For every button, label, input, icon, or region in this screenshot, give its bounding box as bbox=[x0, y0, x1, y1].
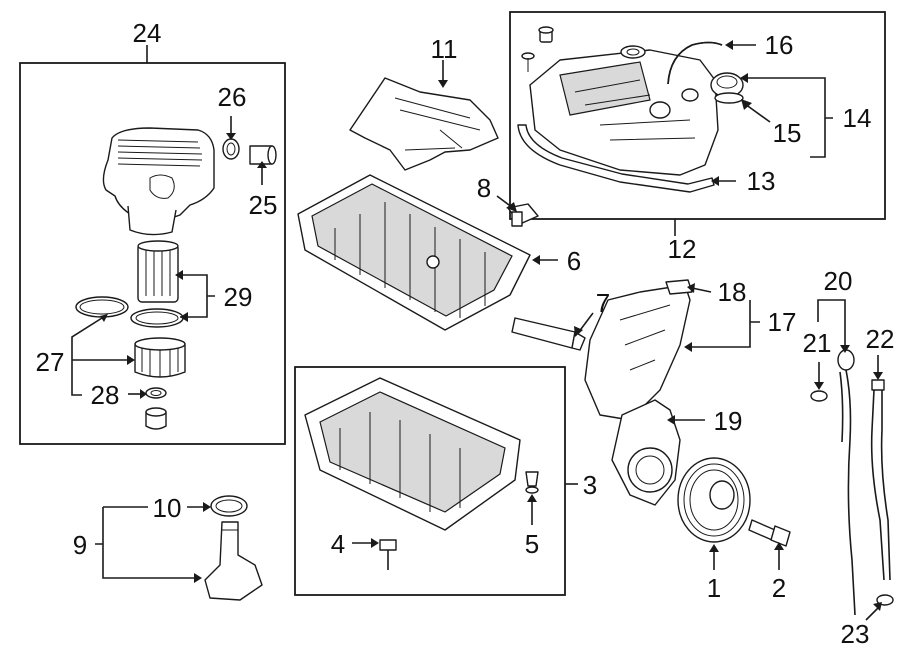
leader-lines bbox=[71, 40, 883, 621]
crankshaft-pulley bbox=[677, 457, 751, 543]
callout-11: 11 bbox=[431, 34, 458, 64]
windage-tray bbox=[349, 77, 499, 171]
lower-oil-pan bbox=[304, 377, 521, 531]
callout-6: 6 bbox=[567, 246, 581, 276]
sealant-tube bbox=[511, 317, 586, 351]
callout-24: 24 bbox=[133, 18, 162, 48]
callout-15: 15 bbox=[773, 118, 802, 148]
upper-oil-pan bbox=[297, 174, 531, 331]
group-box-oil-filter bbox=[19, 62, 286, 445]
oil-filter-cap bbox=[134, 337, 186, 378]
callout-29: 29 bbox=[224, 282, 253, 312]
callout-21: 21 bbox=[803, 328, 832, 358]
breather-hose bbox=[667, 41, 723, 85]
oil-pickup bbox=[204, 521, 263, 601]
callout-14: 14 bbox=[843, 103, 872, 133]
cover-plug bbox=[538, 26, 554, 43]
grommet bbox=[620, 45, 646, 59]
callout-8: 8 bbox=[477, 173, 491, 203]
callout-12: 12 bbox=[668, 234, 697, 264]
timing-cover-lower bbox=[611, 399, 681, 506]
oil-filter-element bbox=[137, 240, 179, 303]
callout-1: 1 bbox=[707, 573, 721, 603]
callout-5: 5 bbox=[525, 529, 539, 559]
drain-seal-washer bbox=[145, 387, 167, 399]
callout-7: 7 bbox=[596, 288, 610, 318]
oil-filter-housing bbox=[102, 127, 215, 236]
callout-2: 2 bbox=[772, 573, 786, 603]
pan-bolt-4 bbox=[379, 539, 397, 570]
dipstick-seal-21 bbox=[810, 390, 828, 402]
fitting-25 bbox=[249, 145, 277, 165]
pulley-bolt bbox=[748, 519, 791, 547]
callout-3: 3 bbox=[583, 470, 597, 500]
callout-16: 16 bbox=[765, 30, 794, 60]
callout-18: 18 bbox=[718, 277, 747, 307]
filler-cap-seal bbox=[714, 92, 744, 104]
callout-4: 4 bbox=[331, 529, 345, 559]
callout-22: 22 bbox=[866, 324, 895, 354]
dipstick bbox=[837, 349, 856, 616]
o-ring-medium bbox=[130, 308, 184, 328]
callout-25: 25 bbox=[249, 190, 278, 220]
group-box-lower-oil-pan bbox=[294, 366, 566, 596]
callout-23: 23 bbox=[841, 619, 870, 649]
valve-cover bbox=[529, 49, 719, 176]
clip-5 bbox=[525, 471, 539, 494]
callout-26: 26 bbox=[218, 82, 247, 112]
seal-ring-26 bbox=[222, 138, 240, 160]
callout-numbers: 1 2 3 4 5 6 7 8 9 10 11 12 13 14 15 16 1… bbox=[36, 18, 895, 649]
pickup-o-ring bbox=[210, 495, 248, 517]
callout-9: 9 bbox=[73, 530, 87, 560]
cover-bolt bbox=[521, 52, 535, 72]
callout-19: 19 bbox=[714, 406, 743, 436]
callout-17: 17 bbox=[768, 307, 797, 337]
group-box-valve-cover bbox=[509, 11, 886, 220]
dipstick-tube bbox=[870, 379, 891, 581]
callout-28: 28 bbox=[91, 380, 120, 410]
drain-plug-small bbox=[145, 407, 167, 430]
o-ring-large bbox=[75, 296, 129, 318]
callout-27: 27 bbox=[36, 347, 65, 377]
callout-10: 10 bbox=[153, 493, 182, 523]
callout-20: 20 bbox=[824, 266, 853, 296]
cover-clip-18 bbox=[665, 279, 693, 295]
callout-13: 13 bbox=[747, 166, 776, 196]
